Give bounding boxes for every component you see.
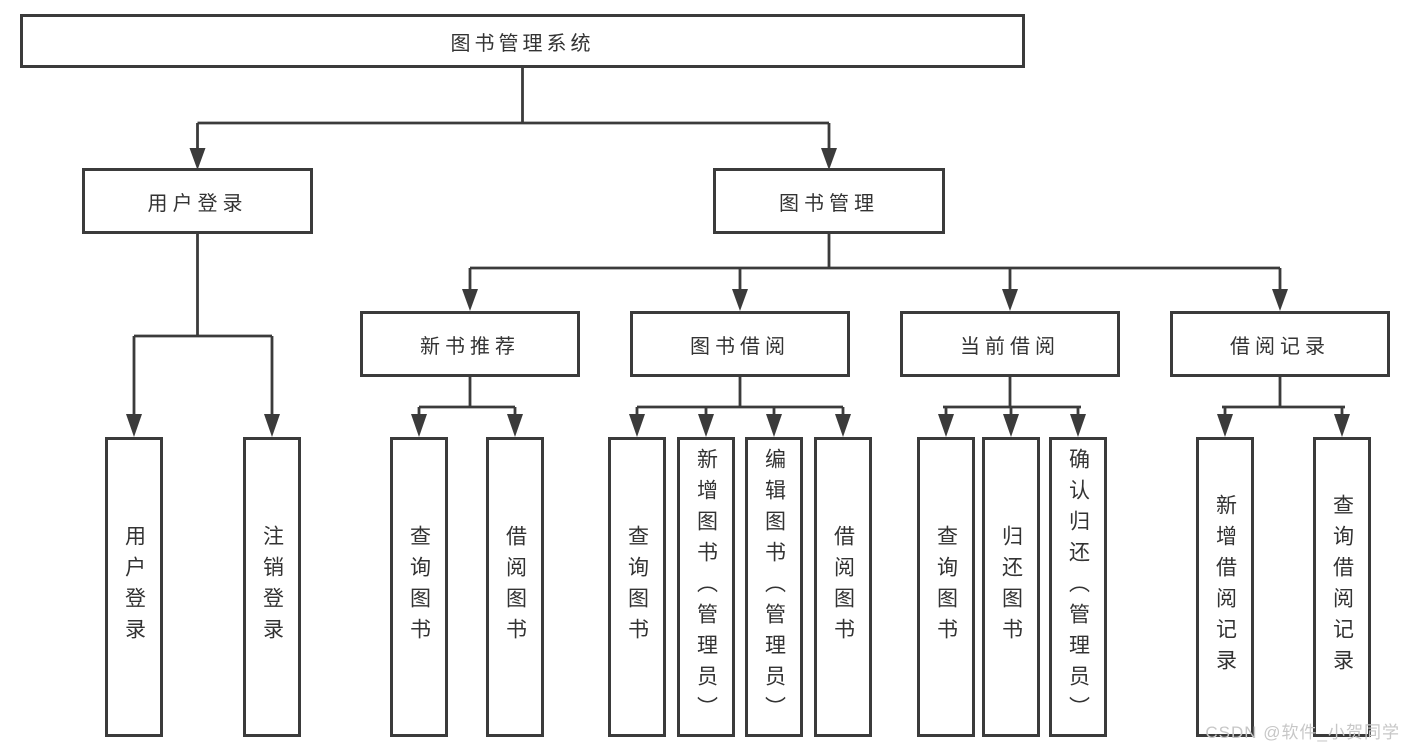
leaf-query-books-2: 查询图书 — [608, 437, 666, 737]
node-label: 查询借阅记录 — [1330, 494, 1354, 680]
node-label: 图书管理 — [779, 192, 879, 215]
node-label: 借阅图书 — [831, 525, 855, 649]
node-library-management-system: 图书管理系统 — [20, 14, 1025, 68]
node-borrow-records: 借阅记录 — [1170, 311, 1390, 377]
node-current-borrow: 当前借阅 — [900, 311, 1120, 377]
node-label: 查询图书 — [934, 525, 958, 649]
node-label: 图书借阅 — [690, 335, 790, 358]
node-label: 查询图书 — [407, 525, 431, 649]
leaf-logout: 注销登录 — [243, 437, 301, 737]
node-label: 注销登录 — [260, 525, 284, 649]
leaf-query-borrow-record: 查询借阅记录 — [1313, 437, 1371, 737]
leaf-edit-book-admin: 编辑图书（管理员） — [745, 437, 803, 737]
node-label: 借阅记录 — [1230, 335, 1330, 358]
node-label: 编辑图书（管理员） — [762, 447, 786, 727]
leaf-add-borrow-record: 新增借阅记录 — [1196, 437, 1254, 737]
node-book-management-branch: 图书管理 — [713, 168, 945, 234]
leaf-confirm-return-admin: 确认归还（管理员） — [1049, 437, 1107, 737]
node-label: 用户登录 — [147, 192, 248, 215]
leaf-borrow-books-1: 借阅图书 — [486, 437, 544, 737]
leaf-query-books-3: 查询图书 — [917, 437, 975, 737]
leaf-borrow-books-2: 借阅图书 — [814, 437, 872, 737]
node-label: 新书推荐 — [420, 335, 520, 358]
node-user-login-branch: 用户登录 — [82, 168, 313, 234]
node-book-borrow: 图书借阅 — [630, 311, 850, 377]
node-label: 图书管理系统 — [450, 32, 595, 55]
node-label: 归还图书 — [999, 525, 1023, 649]
node-label: 新增图书（管理员） — [694, 447, 718, 727]
leaf-return-book: 归还图书 — [982, 437, 1040, 737]
node-label: 用户登录 — [122, 525, 146, 649]
node-label: 当前借阅 — [960, 335, 1060, 358]
node-new-book-recommend: 新书推荐 — [360, 311, 580, 377]
leaf-user-login: 用户登录 — [105, 437, 163, 737]
csdn-watermark: CSDN @软件_小贺同学 — [1205, 723, 1400, 742]
arrowheads — [126, 148, 1350, 437]
node-label: 新增借阅记录 — [1213, 494, 1237, 680]
node-label: 确认归还（管理员） — [1066, 447, 1090, 727]
leaf-query-books-1: 查询图书 — [390, 437, 448, 737]
node-label: 借阅图书 — [503, 525, 527, 649]
leaf-add-book-admin: 新增图书（管理员） — [677, 437, 735, 737]
node-label: 查询图书 — [625, 525, 649, 649]
